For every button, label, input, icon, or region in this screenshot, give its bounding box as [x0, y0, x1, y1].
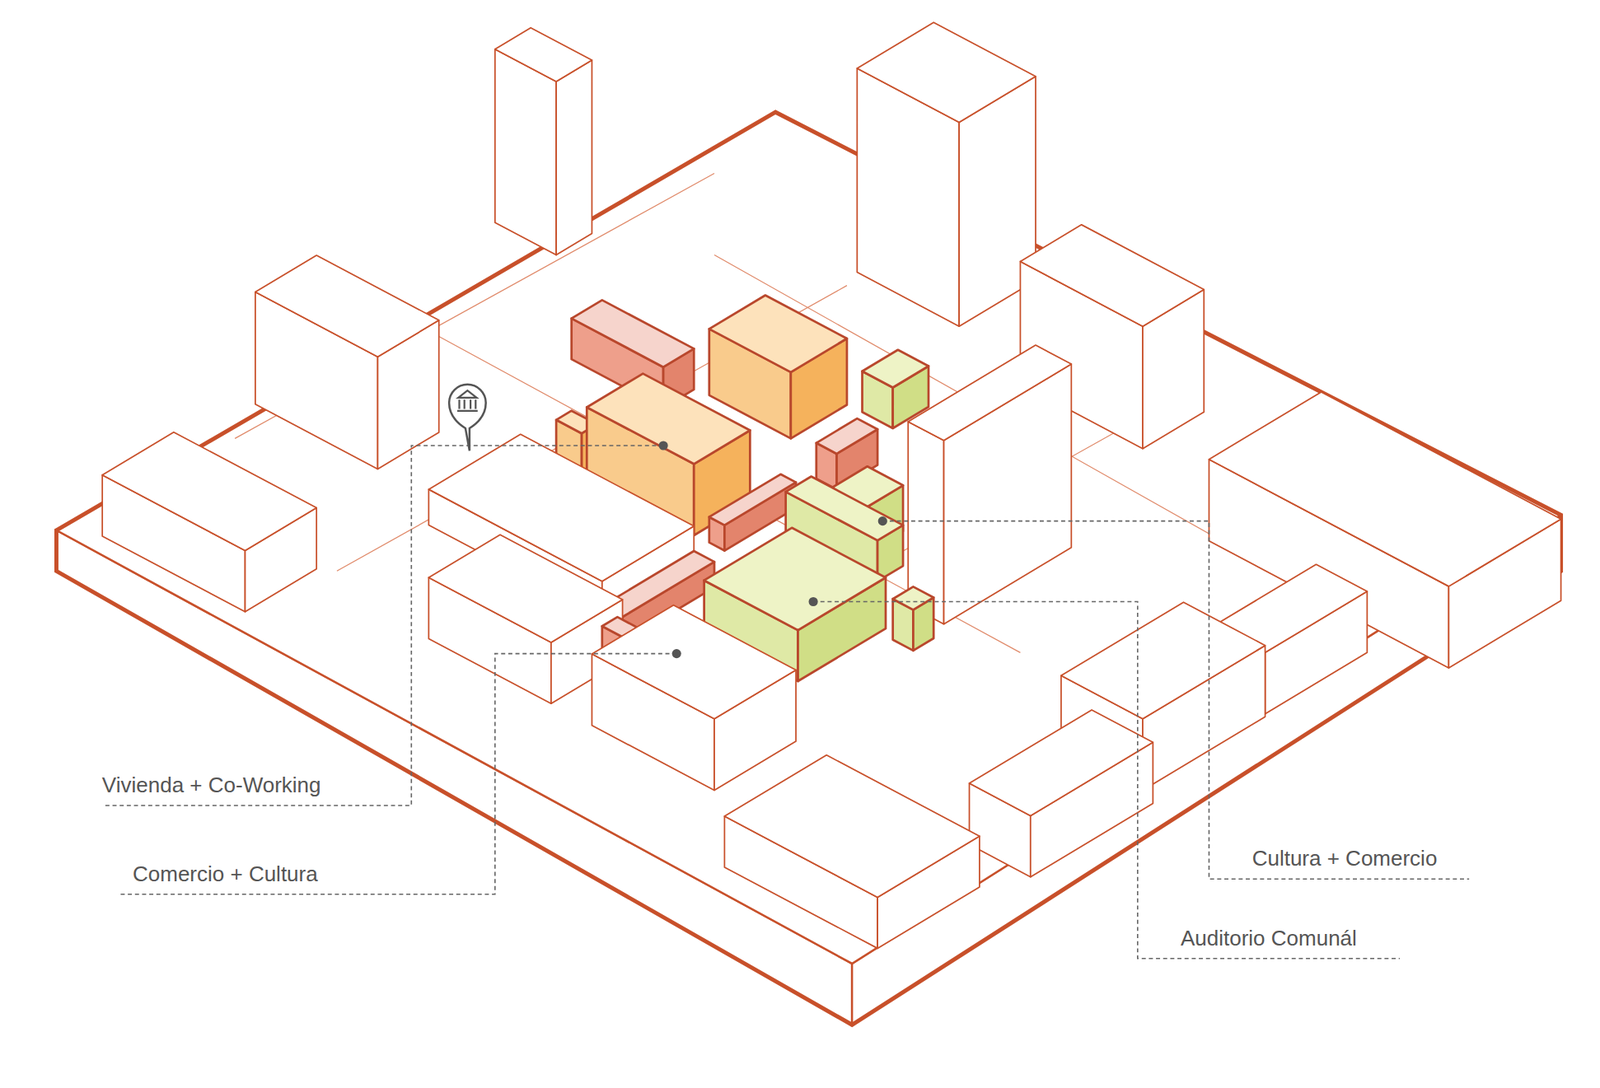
building-face — [907, 345, 1072, 441]
building-face — [255, 255, 440, 357]
building-face — [428, 534, 623, 643]
building-volume — [591, 605, 796, 791]
museum-icon — [457, 390, 478, 412]
building-volume — [255, 255, 440, 469]
building-volume — [893, 586, 935, 651]
callout-label: Cultura + Comercio — [1249, 846, 1441, 872]
building-face — [1061, 602, 1266, 720]
museum-pin — [449, 384, 487, 451]
building-face — [591, 605, 796, 720]
building-face — [1208, 392, 1561, 587]
building-group — [102, 22, 1561, 949]
building-face — [556, 60, 592, 255]
building-face — [586, 374, 750, 465]
building-volume — [724, 755, 980, 950]
building-face — [856, 22, 1036, 122]
leader-line — [813, 601, 1400, 959]
leader-group — [102, 440, 1470, 959]
building-face — [709, 295, 847, 373]
building-face — [893, 586, 935, 610]
building-face — [704, 528, 886, 631]
street-line — [234, 173, 1276, 714]
building-face — [495, 28, 593, 82]
building-volume — [856, 22, 1036, 327]
base-top — [56, 112, 1561, 964]
leader-dot — [672, 649, 682, 659]
leader-line — [882, 521, 1470, 880]
building-face — [785, 477, 903, 542]
leader-dot — [659, 440, 669, 450]
building-face — [969, 710, 1154, 817]
base-side — [56, 530, 852, 1025]
building-face — [102, 432, 317, 552]
building-volume — [969, 710, 1154, 878]
building-volume — [907, 345, 1072, 625]
building-face — [1019, 224, 1204, 327]
building-face — [724, 755, 980, 899]
leader-line — [102, 445, 664, 806]
building-face — [862, 350, 929, 389]
callout-label: Auditorio Comunál — [1178, 926, 1360, 952]
building-face — [571, 299, 695, 367]
building-volume — [102, 432, 317, 613]
base-outline — [56, 112, 1561, 1025]
building-volume — [495, 28, 593, 256]
callout-label: Vivienda + Co-Working — [99, 773, 324, 799]
building-face — [495, 49, 557, 256]
building-face — [816, 418, 878, 454]
pin-outline — [449, 384, 487, 451]
building-volume — [1208, 392, 1561, 669]
building-face — [709, 474, 796, 526]
callout-label: Comercio + Cultura — [130, 862, 321, 888]
site-base — [56, 112, 1561, 1025]
building-volume — [709, 295, 847, 440]
leader-dot — [809, 597, 819, 607]
leader-dot — [878, 516, 888, 526]
